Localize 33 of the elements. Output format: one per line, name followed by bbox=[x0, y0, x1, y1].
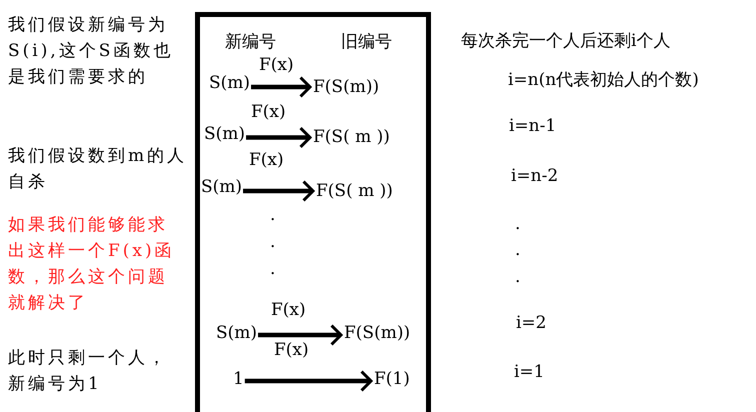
note-text: 如果我们能够能求出这样一个F(x)函数，那么这个问题就解决了 bbox=[8, 214, 176, 315]
ellipsis-dot: . bbox=[515, 239, 520, 262]
expression-text: S(m) bbox=[201, 175, 242, 199]
arrow bbox=[243, 180, 314, 202]
note-text: i=1 bbox=[514, 361, 544, 384]
note-text: i=n-2 bbox=[511, 165, 558, 188]
expression-text: F(1) bbox=[374, 367, 410, 391]
ellipsis-dot: . bbox=[270, 204, 276, 227]
note-text: 每次杀完一个人后还剩i个人 bbox=[461, 30, 670, 53]
note-text: 我们假设新编号为S(i),这个S函数也是我们需要求的 bbox=[8, 14, 174, 89]
expression-text: F(S(m)) bbox=[344, 321, 410, 345]
column-heading: 旧编号 bbox=[341, 31, 392, 54]
expression-text: S(m) bbox=[216, 321, 258, 345]
arrow bbox=[258, 324, 342, 346]
note-text: i=n-1 bbox=[509, 115, 556, 138]
expression-text: 1 bbox=[233, 367, 244, 391]
column-heading: 新编号 bbox=[225, 31, 276, 54]
ellipsis-dot: . bbox=[515, 266, 520, 289]
expression-text: F(S(m)) bbox=[313, 75, 380, 99]
ellipsis-dot: . bbox=[270, 258, 276, 281]
ellipsis-dot: . bbox=[270, 231, 276, 254]
arrow bbox=[244, 370, 372, 392]
ellipsis-dot: . bbox=[515, 213, 520, 236]
expression-text: S(m) bbox=[209, 71, 250, 95]
expression-text: F(S( m )) bbox=[313, 125, 390, 149]
expression-text: F(S( m )) bbox=[316, 179, 393, 203]
note-text: 此时只剩一个人，新编号为1 bbox=[8, 347, 169, 396]
arrow bbox=[246, 126, 312, 148]
note-text: 我们假设数到m的人自杀 bbox=[8, 145, 188, 194]
arrow bbox=[251, 76, 312, 98]
expression-text: S(m) bbox=[204, 122, 246, 146]
note-text: i=n(n代表初始人的个数) bbox=[508, 69, 699, 92]
note-text: i=2 bbox=[516, 312, 546, 335]
